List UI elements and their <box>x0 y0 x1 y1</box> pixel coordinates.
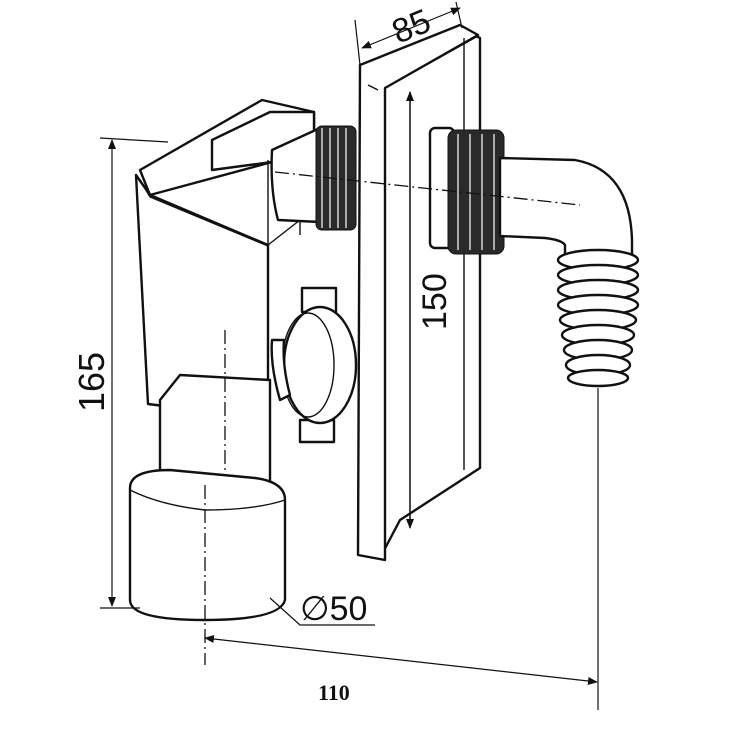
dimension-diameter-50-label: ∅50 <box>300 590 367 628</box>
dimension-diameter-50: ∅50 <box>269 590 375 628</box>
dimension-110: 110 <box>204 388 599 710</box>
dimension-150-label: 150 <box>416 273 454 330</box>
center-lines <box>204 171 581 665</box>
dimension-165: 165 <box>71 137 169 609</box>
dimension-110-label: 110 <box>318 680 350 705</box>
hose-connector <box>428 126 640 388</box>
trap-body <box>128 98 316 622</box>
dimension-165-label: 165 <box>71 352 112 412</box>
side-inlet-nut <box>270 286 358 444</box>
dimension-150: 150 <box>406 91 454 529</box>
hose-ribs <box>556 248 640 388</box>
